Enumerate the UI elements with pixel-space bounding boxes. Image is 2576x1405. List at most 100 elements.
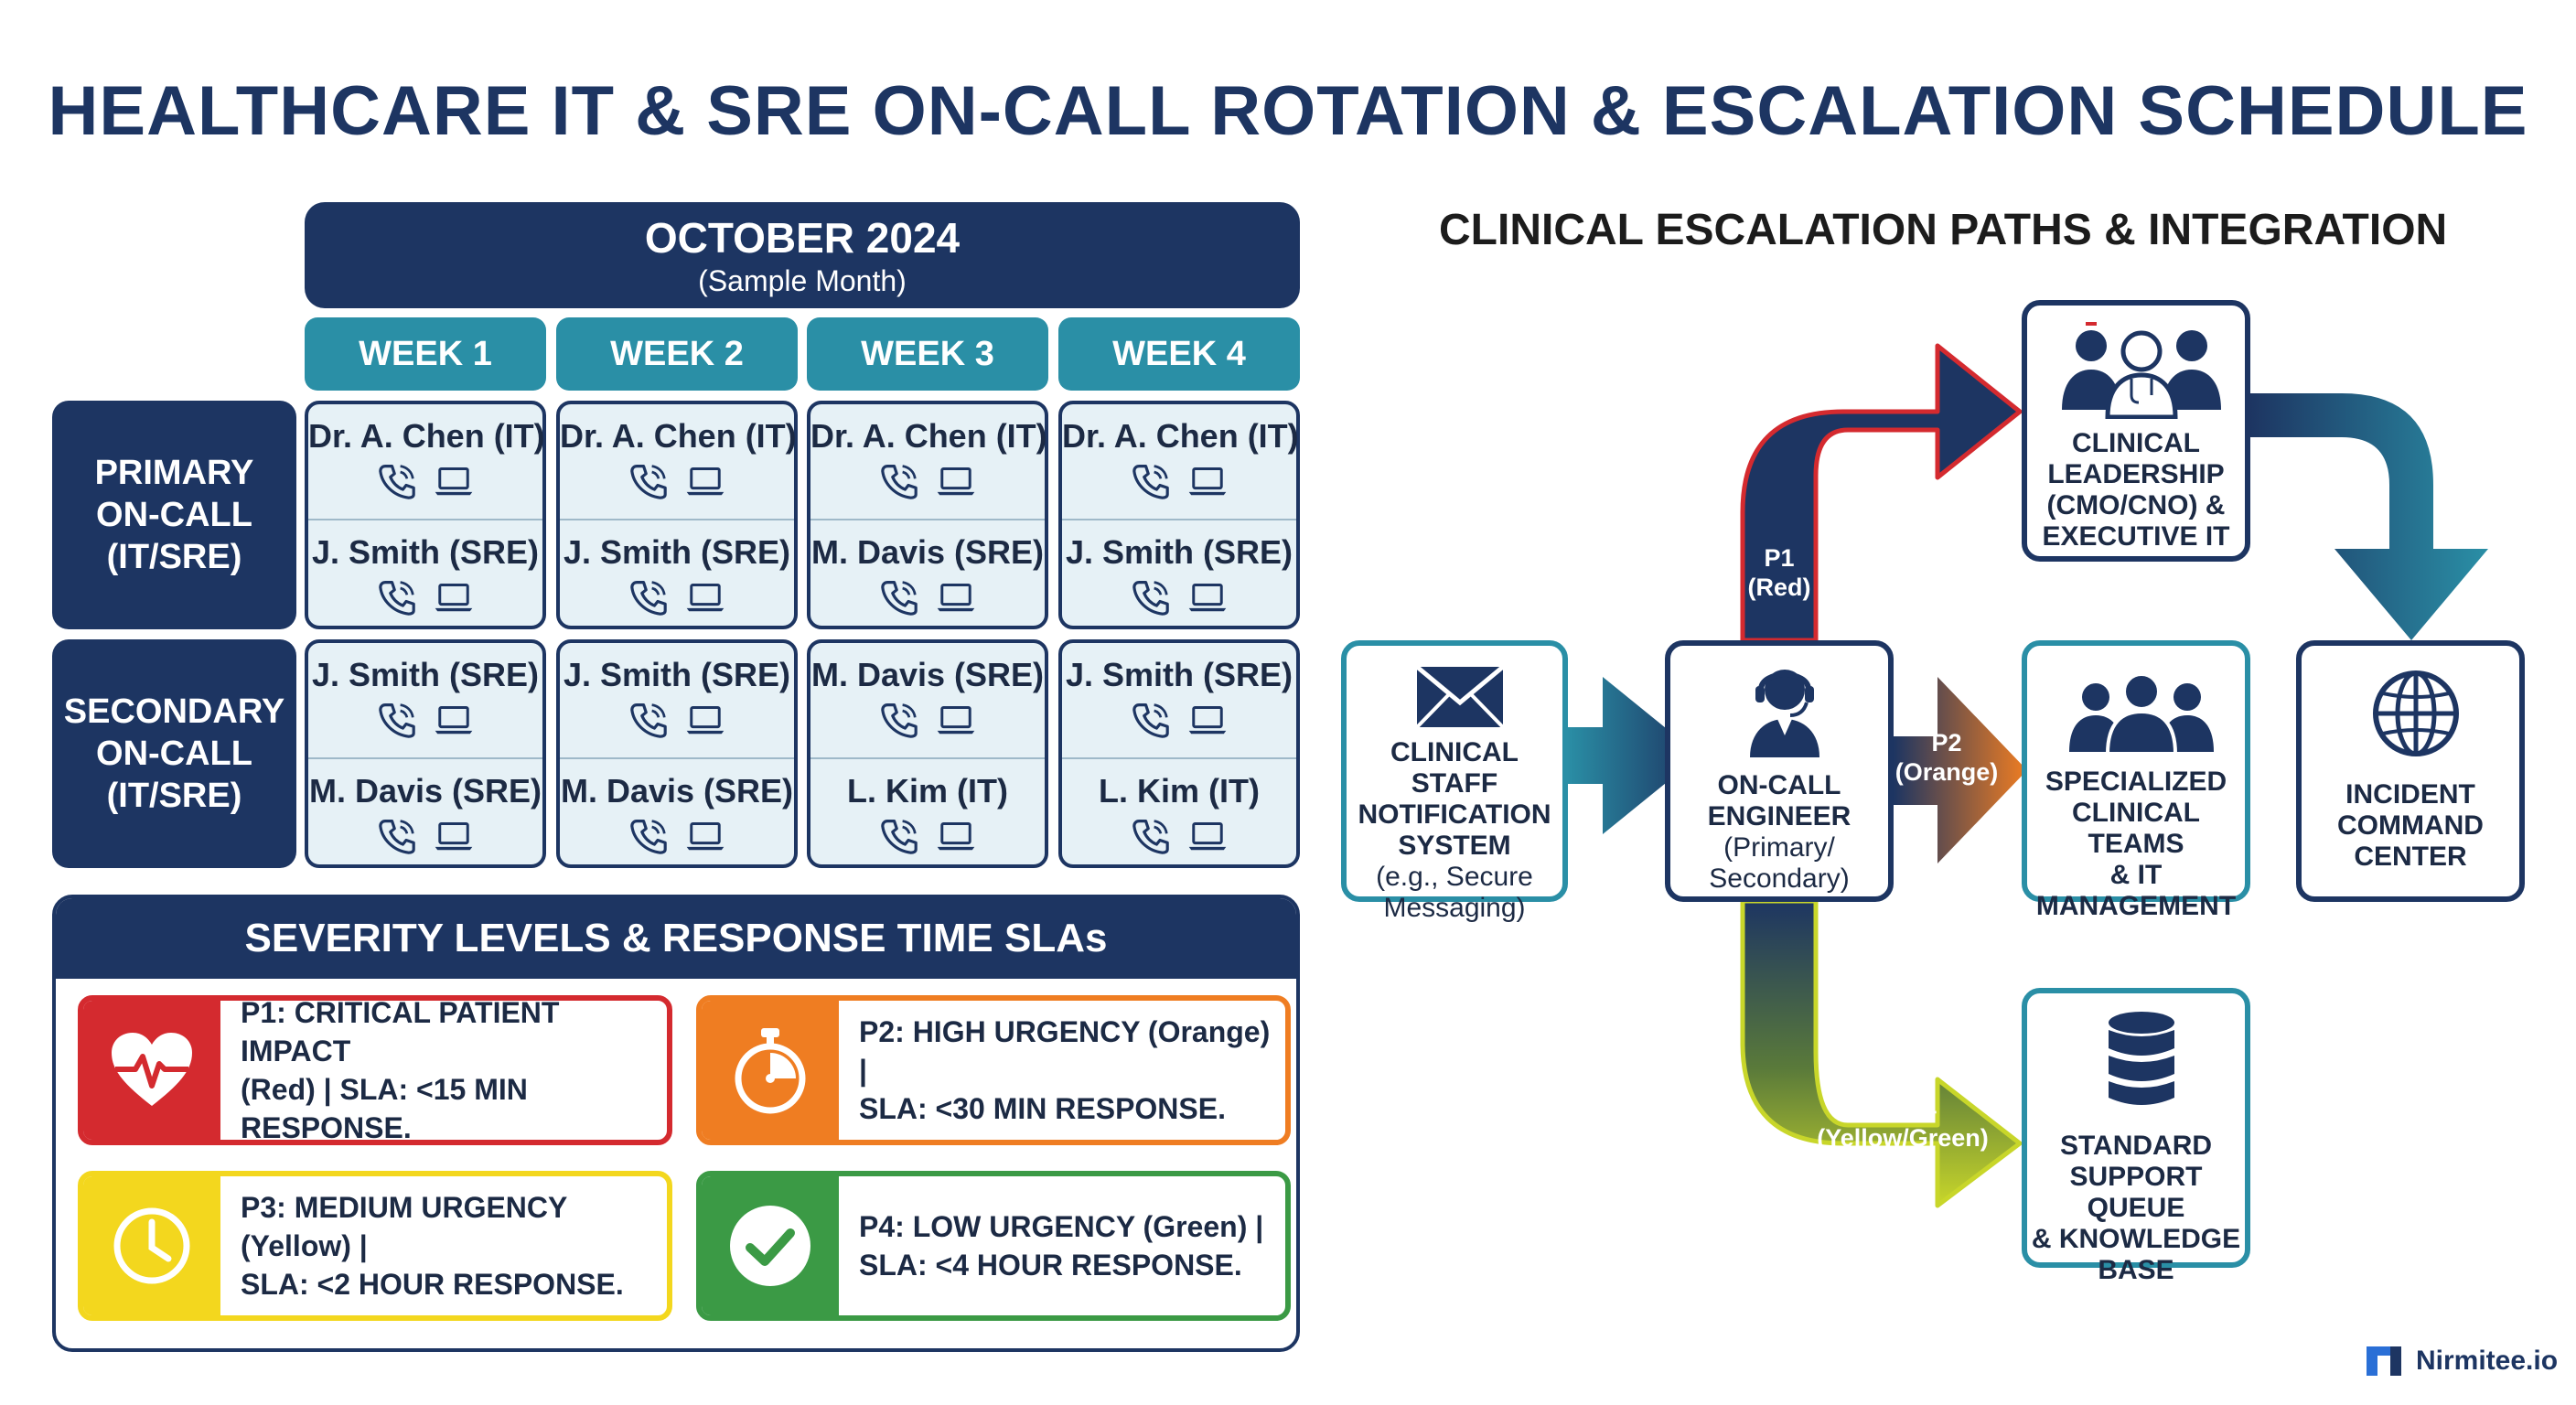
on-call-slot: M. Davis (SRE) — [810, 519, 1045, 635]
severity-text: P1: CRITICAL PATIENT IMPACT(Red) | SLA: … — [241, 1001, 656, 1140]
on-call-slot: J. Smith (SRE) — [560, 643, 794, 757]
arrow-p2 — [1894, 677, 2027, 863]
on-call-slot: M. Davis (SRE) — [308, 757, 542, 874]
secondary-cell: J. Smith (SRE) M. Davis (SRE) — [305, 639, 546, 868]
engineer-name: J. Smith (SRE) — [563, 533, 791, 571]
globe-icon — [2373, 670, 2459, 756]
node-label-line: ON-CALL — [1717, 770, 1841, 800]
node-sublabel: (e.g., Secure — [1376, 862, 1533, 892]
role-label-line: PRIMARY — [94, 454, 254, 492]
path-label-line: P3/P4 — [1869, 1095, 1937, 1122]
flow-title: CLINICAL ESCALATION PATHS & INTEGRATION — [1439, 206, 2448, 254]
engineer-name: Dr. A. Chen (IT) — [810, 417, 1047, 455]
node-label-line: (CMO/CNO) & — [2046, 490, 2226, 520]
engineer-name: Dr. A. Chen (IT) — [1062, 417, 1299, 455]
severity-line: SLA: <2 HOUR RESPONSE. — [241, 1268, 624, 1301]
engineer-name: M. Davis (SRE) — [308, 772, 542, 810]
secondary-cell: J. Smith (SRE)L. Kim (IT) — [1058, 639, 1300, 868]
engineer-name: J. Smith (SRE) — [311, 533, 540, 571]
on-call-slot: J. Smith (SRE) — [308, 519, 542, 635]
severity-card-p3: P3: MEDIUM URGENCY (Yellow) | SLA: <2 HOU… — [78, 1171, 672, 1321]
on-call-slot: M. Davis (SRE) — [810, 643, 1045, 757]
envelope-icon — [1415, 665, 1505, 729]
severity-line: SLA: <30 MIN RESPONSE. — [859, 1092, 1226, 1125]
node-label: CLINICAL LEADERSHIP (CMO/CNO) & EXECUTIV… — [2027, 428, 2245, 552]
role-label-line: SECONDARY — [63, 692, 285, 731]
node-label-line: CLINICAL TEAMS — [2072, 798, 2200, 859]
engineer-name: Dr. A. Chen (IT) — [560, 417, 797, 455]
node-label: CLINICAL STAFF NOTIFICATION SYSTEM (e.g.… — [1347, 737, 1562, 924]
path-label-line: (Yellow/Green) — [1817, 1124, 1989, 1152]
stopwatch-icon — [702, 1001, 839, 1140]
node-label: INCIDENT COMMAND CENTER — [2302, 779, 2519, 873]
severity-line: P3: MEDIUM URGENCY (Yellow) | — [241, 1191, 567, 1262]
node-label-line: BASE — [2098, 1255, 2174, 1285]
engineer-name: J. Smith (SRE) — [311, 656, 540, 693]
arrow-staff-to-oncall — [1566, 677, 1700, 834]
month-note: (Sample Month) — [698, 264, 907, 297]
arrow-p3p4 — [1740, 898, 2023, 1208]
node-label-line: NOTIFICATION — [1358, 799, 1551, 830]
engineer-name: L. Kim (IT) — [847, 772, 1008, 810]
brand-mark-icon — [2367, 1346, 2401, 1376]
path-label-p3p4: P3/P4 (Yellow/Green) — [1807, 1094, 1999, 1153]
node-label-line: CENTER — [2354, 842, 2467, 872]
primary-cell: Dr. A. Chen (IT) J. Smith (SRE) — [305, 401, 546, 629]
node-clinical-leadership: CLINICAL LEADERSHIP (CMO/CNO) & EXECUTIV… — [2022, 300, 2250, 562]
node-label: SPECIALIZED CLINICAL TEAMS & IT MANAGEME… — [2027, 767, 2245, 922]
engineer-name: M. Davis (SRE) — [810, 533, 1045, 571]
severity-line: P2: HIGH URGENCY (Orange) | — [859, 1015, 1271, 1087]
severity-panel: SEVERITY LEVELS & RESPONSE TIME SLAs P1:… — [52, 895, 1300, 1352]
team-icon — [2069, 672, 2214, 754]
checkmark-icon — [702, 1176, 839, 1315]
on-call-slot: Dr. A. Chen (IT) — [560, 404, 797, 519]
node-label-line: EXECUTIVE IT — [2042, 521, 2230, 552]
medical-team-icon — [2062, 322, 2221, 419]
severity-line: P4: LOW URGENCY (Green) | — [859, 1210, 1264, 1243]
week-header: WEEK 2 — [556, 317, 798, 391]
node-label-line: SPECIALIZED — [2045, 767, 2227, 797]
arrow-p1 — [1740, 343, 2023, 643]
database-icon — [2109, 1012, 2174, 1105]
engineer-name: L. Kim (IT) — [1099, 772, 1260, 810]
node-sublabel: Secondary) — [1709, 863, 1850, 894]
brand-logo: Nirmitee.io — [2365, 1345, 2558, 1378]
node-label: ON-CALL ENGINEER (Primary/ Secondary) — [1670, 770, 1888, 895]
engineer-name: M. Davis (SRE) — [560, 772, 794, 810]
path-label-line: (Red) — [1747, 574, 1811, 601]
severity-line: P1: CRITICAL PATIENT IMPACT — [241, 996, 560, 1067]
engineer-name: J. Smith (SRE) — [563, 656, 791, 693]
severity-text: P3: MEDIUM URGENCY (Yellow) | SLA: <2 HOU… — [241, 1176, 656, 1315]
severity-line: (Red) | SLA: <15 MIN RESPONSE. — [241, 1073, 528, 1144]
path-label-p1: P1 (Red) — [1743, 543, 1816, 602]
page-title: HEALTHCARE IT & SRE ON-CALL ROTATION & E… — [48, 72, 2528, 150]
node-label-line: INCIDENT — [2345, 779, 2475, 810]
engineer-icon — [1750, 670, 1819, 757]
clock-icon — [83, 1176, 220, 1315]
node-clinical-staff: CLINICAL STAFF NOTIFICATION SYSTEM (e.g.… — [1341, 640, 1568, 923]
role-label-line: (IT/SRE) — [106, 538, 242, 576]
node-label-line: LEADERSHIP — [2047, 459, 2225, 489]
node-sublabel: Messaging) — [1383, 893, 1526, 923]
week-header: WEEK 3 — [807, 317, 1048, 391]
role-label-line: (IT/SRE) — [106, 777, 242, 815]
secondary-cell: M. Davis (SRE) L. Kim (IT) — [807, 639, 1048, 868]
primary-cell: Dr. A. Chen (IT) J. Smith (SRE) — [1058, 401, 1300, 629]
brand-name: Nirmitee.io — [2416, 1346, 2559, 1376]
path-label-line: P2 — [1931, 729, 1962, 756]
role-label-primary: PRIMARY ON-CALL (IT/SRE) — [52, 401, 296, 629]
node-label-line: & KNOWLEDGE — [2031, 1224, 2241, 1254]
engineer-name: M. Davis (SRE) — [810, 656, 1045, 693]
role-label-line: ON-CALL — [96, 735, 252, 773]
severity-card-p2: P2: HIGH URGENCY (Orange) | SLA: <30 MIN … — [696, 995, 1291, 1145]
engineer-name: J. Smith (SRE) — [1065, 533, 1293, 571]
node-label-line: STANDARD — [2059, 1131, 2213, 1161]
path-label-p2: P2 (Orange) — [1892, 728, 2002, 787]
heartbeat-icon — [83, 1001, 220, 1140]
week-header: WEEK 4 — [1058, 317, 1300, 391]
node-label-line: & IT — [2109, 860, 2163, 890]
on-call-slot: J. Smith (SRE) — [308, 643, 542, 757]
node-label-line: CLINICAL STAFF — [1390, 737, 1519, 799]
on-call-slot: Dr. A. Chen (IT) — [308, 404, 545, 519]
